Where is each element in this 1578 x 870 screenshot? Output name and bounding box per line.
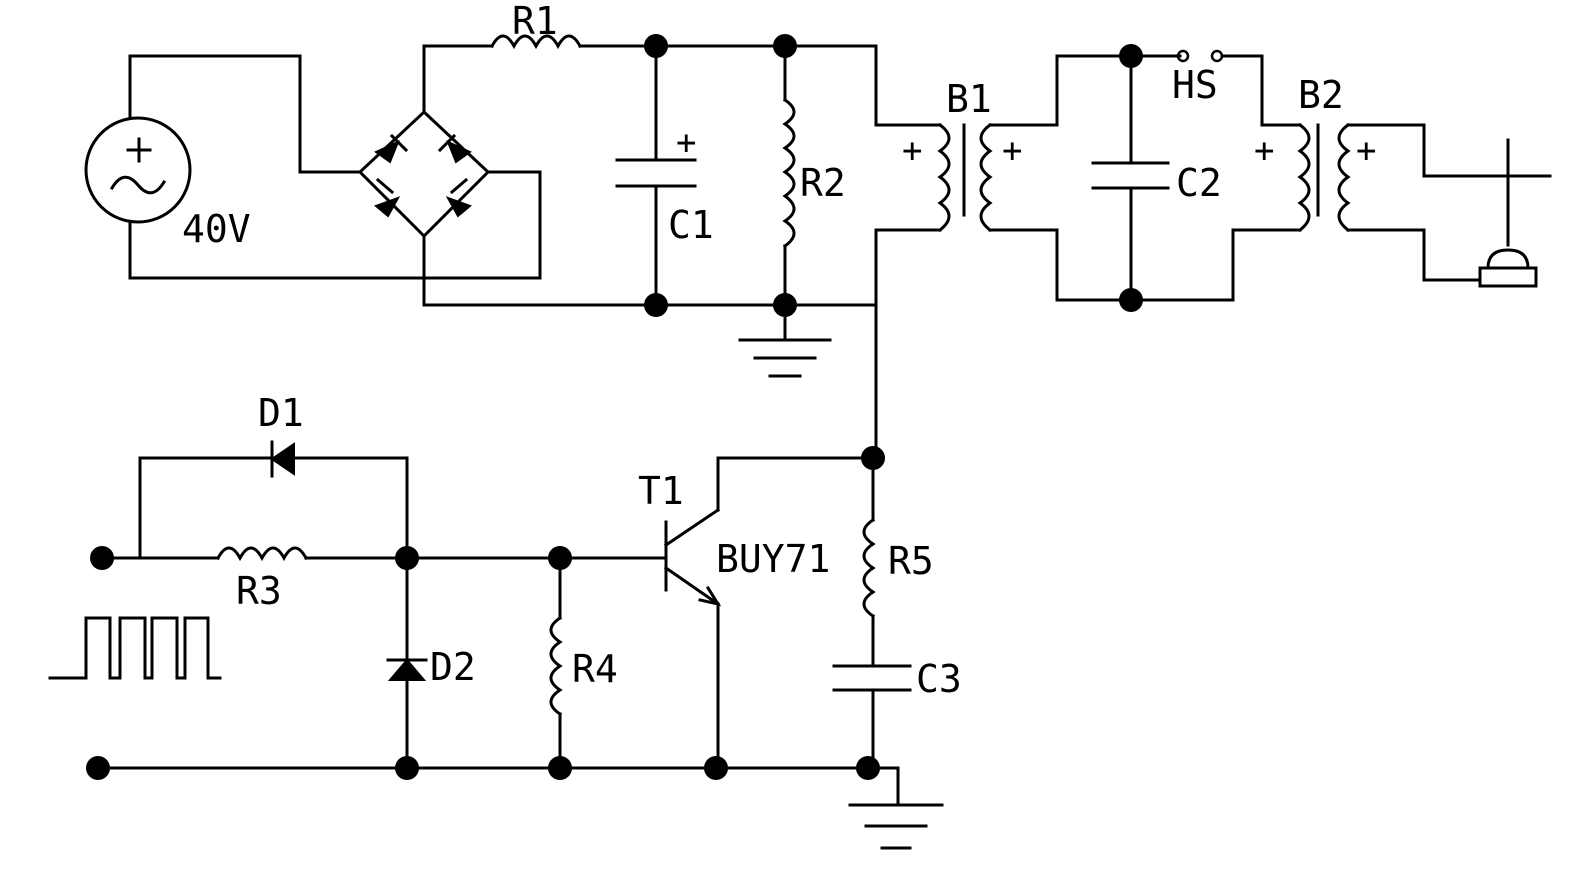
b2-primary-polarity: + xyxy=(1254,131,1274,171)
c3-label: C3 xyxy=(916,657,962,701)
node xyxy=(548,546,572,570)
d1-diode-icon xyxy=(272,442,294,476)
source-voltage-label: 40V xyxy=(182,207,251,251)
b2-output-bottom-wire xyxy=(1348,230,1480,280)
r1-label: R1 xyxy=(512,0,558,43)
hs-switch-icon xyxy=(1178,51,1222,61)
b2-primary-icon xyxy=(1300,125,1309,230)
b1-secondary-icon xyxy=(981,125,990,230)
c2-label: C2 xyxy=(1176,161,1222,205)
d1-label: D1 xyxy=(258,391,304,435)
r5-label: R5 xyxy=(888,539,934,583)
c1-polarity-mark: + xyxy=(676,123,696,163)
bridge-diode-tl-icon xyxy=(376,136,406,162)
r5-inductor-icon xyxy=(864,520,873,616)
b1-secondary-bottom-wire xyxy=(990,230,1300,300)
r4-inductor-icon xyxy=(551,618,560,714)
node xyxy=(644,293,668,317)
d2-label: D2 xyxy=(430,645,476,689)
node xyxy=(773,293,797,317)
t1-label: T1 xyxy=(638,469,684,513)
hs-wire xyxy=(1222,56,1300,125)
b1-secondary-top-wire xyxy=(990,56,1180,125)
node xyxy=(395,756,419,780)
top-rail-left xyxy=(424,46,492,112)
r3-label: R3 xyxy=(236,569,282,613)
node xyxy=(644,34,668,58)
ground-icon xyxy=(850,805,942,848)
b1-label: B1 xyxy=(946,77,992,121)
square-wave-icon xyxy=(50,618,220,678)
b1-primary-icon xyxy=(940,125,949,230)
b2-label: B2 xyxy=(1298,73,1344,117)
source-top-wire xyxy=(130,56,360,172)
node xyxy=(773,34,797,58)
b2-output-top-wire xyxy=(1348,125,1550,176)
node xyxy=(856,756,880,780)
b1-secondary-polarity: + xyxy=(1002,131,1022,171)
transistor-model-label: BUY71 xyxy=(716,537,830,581)
node xyxy=(548,756,572,780)
c1-label: C1 xyxy=(668,203,714,247)
r2-inductor-icon xyxy=(785,100,794,246)
bridge-rectifier xyxy=(360,112,488,236)
spark-gap-icon xyxy=(1480,250,1536,286)
hs-label: HS xyxy=(1172,63,1218,107)
b1-primary-bottom-wire xyxy=(876,230,940,460)
transistor-t1-icon xyxy=(666,510,718,604)
b2-secondary-polarity: + xyxy=(1356,131,1376,171)
r2-label: R2 xyxy=(800,161,846,205)
b2-secondary-icon xyxy=(1339,125,1348,230)
node xyxy=(1119,288,1143,312)
node xyxy=(395,546,419,570)
top-rail-right xyxy=(580,46,940,125)
b1-primary-polarity: + xyxy=(902,131,922,171)
node xyxy=(704,756,728,780)
d2-diode-icon xyxy=(388,660,426,680)
driver-bottom-rail xyxy=(98,768,898,805)
r3-inductor-icon xyxy=(218,548,306,558)
ac-source-icon xyxy=(86,118,190,222)
node xyxy=(1119,44,1143,68)
r4-label: R4 xyxy=(572,647,618,691)
collector-wire xyxy=(718,458,873,510)
